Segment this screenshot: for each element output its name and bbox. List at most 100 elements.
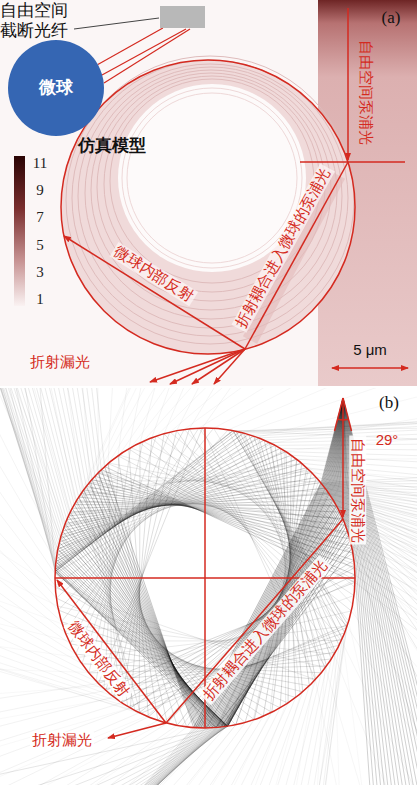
light-ray bbox=[88, 611, 351, 672]
light-ray bbox=[55, 574, 263, 717]
light-ray bbox=[143, 441, 353, 553]
light-ray bbox=[0, 550, 96, 681]
light-ray bbox=[0, 388, 55, 571]
field-map bbox=[0, 0, 417, 386]
light-ray bbox=[56, 388, 98, 473]
annotation-label: 折射漏光 bbox=[30, 732, 94, 749]
light-ray bbox=[55, 431, 236, 572]
light-ray bbox=[342, 398, 344, 518]
light-ray bbox=[55, 437, 257, 586]
light-ray bbox=[184, 388, 417, 429]
light-ray bbox=[292, 625, 348, 785]
light-ray bbox=[0, 388, 67, 520]
light-ray bbox=[245, 673, 321, 785]
light-ray bbox=[140, 388, 224, 443]
light-ray bbox=[56, 440, 264, 559]
light-ray bbox=[233, 427, 417, 431]
annotation-label: 自由空间泵浦光 bbox=[358, 38, 375, 147]
light-ray bbox=[0, 728, 199, 785]
light-ray bbox=[70, 429, 184, 643]
light-ray bbox=[0, 728, 210, 785]
light-ray bbox=[0, 407, 62, 622]
light-ray bbox=[349, 621, 417, 785]
colorbar bbox=[14, 156, 25, 306]
light-ray bbox=[55, 567, 227, 726]
light-ray bbox=[0, 726, 227, 785]
light-ray bbox=[0, 432, 65, 633]
light-ray bbox=[302, 639, 343, 785]
light-ray bbox=[99, 472, 329, 494]
light-ray bbox=[304, 628, 347, 785]
light-ray bbox=[0, 727, 225, 785]
light-ray bbox=[343, 398, 396, 785]
light-ray bbox=[130, 438, 152, 708]
light-ray bbox=[89, 441, 143, 673]
light-ray bbox=[130, 553, 353, 708]
light-ray bbox=[109, 463, 337, 507]
part-label: 自由空间 截断光纤 bbox=[0, 1, 74, 40]
caption-text: 仿真模型 bbox=[76, 137, 148, 156]
light-ray bbox=[243, 388, 417, 433]
light-ray bbox=[0, 388, 65, 525]
light-ray bbox=[0, 727, 187, 785]
light-ray bbox=[216, 548, 352, 728]
light-ray bbox=[343, 398, 400, 785]
light-ray bbox=[0, 388, 58, 610]
panel-label: (a) bbox=[380, 9, 403, 28]
light-ray bbox=[141, 625, 348, 714]
light-ray bbox=[0, 726, 228, 785]
light-ray bbox=[0, 388, 55, 586]
light-ray bbox=[0, 728, 202, 785]
light-ray bbox=[0, 726, 227, 785]
light-ray bbox=[129, 388, 191, 449]
angle-label: 29° bbox=[374, 432, 401, 449]
light-ray bbox=[55, 431, 233, 572]
colorbar-tick: 7 bbox=[34, 209, 46, 226]
light-ray bbox=[0, 388, 60, 539]
light-ray bbox=[0, 570, 104, 689]
light-ray bbox=[131, 388, 328, 448]
light-ray bbox=[109, 388, 275, 463]
light-ray bbox=[56, 559, 227, 726]
light-ray bbox=[128, 713, 270, 785]
light-ray bbox=[2, 388, 76, 501]
light-ray bbox=[0, 726, 227, 785]
fiber-tip: 自由空间 截断光纤 bbox=[160, 6, 205, 28]
annotation-label: 折射漏光 bbox=[28, 354, 92, 371]
node-label: 微球 bbox=[39, 78, 73, 98]
light-ray bbox=[59, 452, 286, 546]
light-ray bbox=[56, 436, 254, 565]
light-ray bbox=[218, 694, 300, 785]
light-ray bbox=[79, 463, 302, 496]
light-ray bbox=[0, 388, 55, 569]
colorbar-tick: 9 bbox=[34, 182, 46, 199]
light-ray bbox=[0, 727, 224, 785]
light-ray bbox=[0, 717, 148, 785]
light-ray bbox=[84, 471, 310, 489]
light-ray bbox=[212, 686, 309, 785]
light-ray bbox=[57, 443, 270, 556]
light-ray bbox=[207, 490, 326, 728]
light-ray bbox=[0, 728, 200, 785]
light-ray bbox=[55, 434, 248, 567]
light-ray bbox=[0, 726, 228, 785]
light-ray bbox=[305, 633, 344, 785]
light-ray bbox=[57, 556, 228, 726]
colorbar-tick: 11 bbox=[31, 155, 49, 172]
light-path bbox=[98, 28, 163, 65]
light-ray bbox=[0, 684, 98, 731]
annotation-lines-b bbox=[55, 398, 355, 738]
light-ray bbox=[0, 708, 130, 785]
light-ray bbox=[55, 569, 216, 727]
ray-trace bbox=[0, 388, 417, 785]
scale-label: 5 μm bbox=[351, 342, 389, 359]
light-ray bbox=[55, 431, 233, 570]
light-ray bbox=[0, 720, 158, 785]
light-ray bbox=[214, 388, 417, 428]
light-ray bbox=[0, 726, 227, 785]
light-ray bbox=[0, 388, 65, 524]
light-ray bbox=[62, 428, 214, 621]
light-ray bbox=[0, 728, 216, 785]
light-ray bbox=[57, 445, 275, 552]
light-ray bbox=[0, 727, 224, 785]
